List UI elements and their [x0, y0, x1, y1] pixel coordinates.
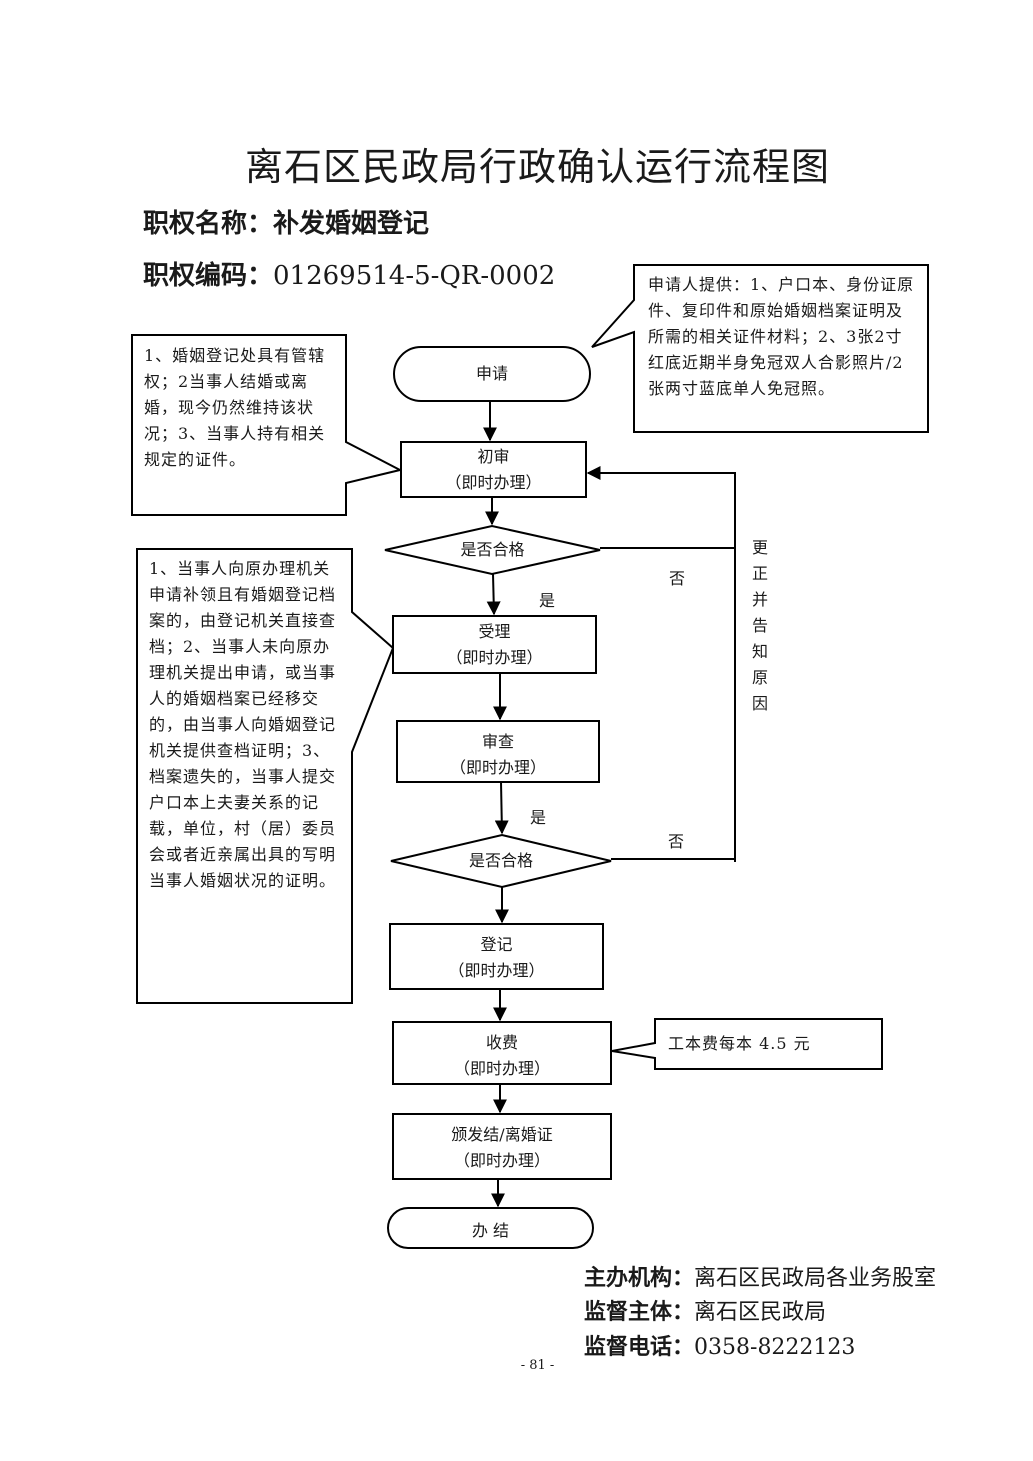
note-fee: 工本费每本 4.5 元 — [668, 1034, 811, 1053]
footer-supervisor-label: 监督主体： — [584, 1300, 695, 1325]
node-initial-review-sub: （即时办理） — [445, 473, 542, 492]
node-charge-sub: （即时办理） — [453, 1059, 550, 1078]
node-apply-label: 申请 — [475, 364, 508, 383]
node-decision2-shape — [390, 833, 612, 889]
node-issue-sub: （即时办理） — [453, 1151, 550, 1170]
node-accept-label: 受理 — [478, 622, 511, 641]
node-examine: 审查 （即时办理） — [397, 729, 599, 781]
page-title: 离石区民政局行政确认运行流程图 — [244, 145, 830, 189]
branch-no-2: 否 — [668, 832, 685, 851]
node-charge: 收费 （即时办理） — [393, 1030, 611, 1082]
node-examine-label: 审查 — [481, 732, 514, 751]
footer-supervisor: 监督主体：离石区民政局 — [584, 1294, 826, 1326]
footer-supervisor-value: 离石区民政局 — [694, 1300, 827, 1325]
footer-host: 主办机构：离石区民政局各业务股室 — [584, 1260, 936, 1292]
arrow-examine-to-decision2 — [494, 781, 509, 835]
node-decision1-shape — [384, 524, 601, 576]
node-register: 登记 （即时办理） — [390, 932, 603, 984]
node-decision2: 是否合格 — [391, 848, 611, 874]
node-examine-sub: （即时办理） — [449, 758, 546, 777]
footer-host-label: 主办机构： — [584, 1266, 695, 1291]
footer-phone-label: 监督电话： — [584, 1335, 695, 1360]
node-issue: 颁发结/离婚证 （即时办理） — [393, 1122, 611, 1174]
footer-host-value: 离石区民政局各业务股室 — [694, 1266, 937, 1291]
power-name: 职权名称：补发婚姻登记 — [143, 203, 429, 240]
node-initial-review-shape — [400, 441, 587, 498]
power-name-value: 补发婚姻登记 — [273, 209, 430, 239]
footer-phone-value: 0358-8222123 — [694, 1335, 856, 1360]
note-applicant-provides: 申请人提供：1、户口本、身份证原件、复印件和原始婚姻档案证明及所需的相关证件材料… — [648, 275, 915, 398]
node-charge-label: 收费 — [485, 1033, 518, 1052]
correction-label: 更正并告知原因 — [751, 538, 768, 713]
node-end-shape — [387, 1207, 594, 1249]
node-register-sub: （即时办理） — [448, 961, 545, 980]
arrow-decision1-to-accept — [486, 573, 501, 616]
node-initial-review-label: 初审 — [477, 447, 510, 466]
node-examine-shape — [396, 720, 600, 783]
node-initial-review: 初审 （即时办理） — [401, 444, 586, 496]
power-code-value: 01269514-5-QR-0002 — [273, 261, 556, 291]
node-charge-shape — [392, 1021, 612, 1085]
note-review-conditions: 1、婚姻登记处具有管辖权；2当事人结婚或离婚，现今仍然维持该状况；3、当事人持有… — [144, 346, 326, 469]
node-apply: 申请 — [394, 361, 590, 387]
page-number: - 81 - — [520, 1358, 555, 1373]
branch-yes-2: 是 — [530, 808, 547, 827]
branch-yes-1: 是 — [539, 591, 556, 610]
footer-phone: 监督电话：0358-8222123 — [584, 1329, 855, 1361]
node-accept-shape — [392, 615, 597, 674]
power-name-label: 职权名称： — [143, 209, 274, 239]
node-register-label: 登记 — [480, 935, 513, 954]
power-code: 职权编码：01269514-5-QR-0002 — [143, 255, 555, 292]
power-code-label: 职权编码： — [143, 261, 274, 291]
callout-fee — [611, 1018, 883, 1070]
node-issue-shape — [392, 1113, 612, 1180]
node-decision2-label: 是否合格 — [468, 851, 533, 870]
node-accept: 受理 （即时办理） — [393, 619, 596, 671]
branch-no-1: 否 — [669, 569, 686, 588]
callout-review-conditions — [131, 334, 403, 516]
node-decision1: 是否合格 — [385, 537, 600, 563]
callout-applicant-provides — [591, 264, 929, 433]
node-decision1-label: 是否合格 — [460, 540, 525, 559]
node-end: 办 结 — [388, 1218, 593, 1244]
node-end-label: 办 结 — [471, 1221, 510, 1240]
callout-accept-conditions — [136, 548, 395, 1004]
node-issue-label: 颁发结/离婚证 — [451, 1125, 553, 1144]
node-accept-sub: （即时办理） — [446, 648, 543, 667]
node-register-shape — [389, 923, 604, 990]
note-accept-conditions: 1、当事人向原办理机关申请补领且有婚姻登记档案的，由登记机关直接查档；2、当事人… — [149, 559, 337, 890]
node-apply-shape — [393, 346, 591, 402]
